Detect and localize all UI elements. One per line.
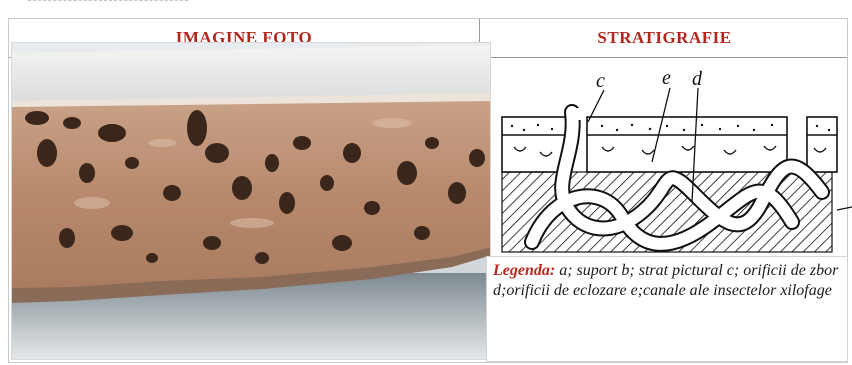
diagram-label-e: e [662,67,671,89]
wood-section-photo-image [12,43,491,360]
diagram-label-c: c [596,70,605,92]
top-scan-marks [28,0,188,9]
stratigraphy-diagram: c e d [492,42,852,262]
legend-box: Legenda: a; suport b; strat pictural c; … [486,256,848,362]
legend-title: Legenda: [493,262,555,279]
wood-section-photo [11,42,491,360]
diagram-label-d: d [692,68,703,90]
stratigraphy-drawing: c e d [492,42,852,262]
